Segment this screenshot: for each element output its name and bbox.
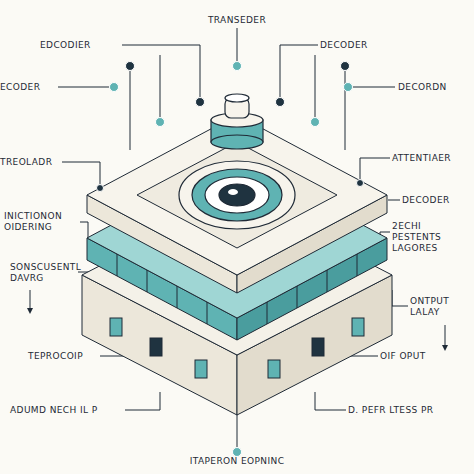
- dot: [341, 62, 350, 71]
- leader-line: [125, 392, 160, 410]
- label-text: ECODER: [0, 82, 60, 93]
- label-text: ATTENTIAER: [392, 153, 472, 164]
- label-text: ADUMD NECH IL P: [10, 405, 125, 416]
- dot: [97, 185, 104, 192]
- module-divider: [147, 270, 148, 292]
- leader-line: [280, 45, 318, 98]
- dot: [196, 98, 205, 107]
- dot: [233, 448, 242, 457]
- dot: [156, 118, 165, 127]
- label-text: DECORDN: [398, 82, 472, 93]
- lens-core: [219, 184, 255, 206]
- label-text: OIF OPUT: [380, 351, 460, 362]
- lens-ring: [192, 169, 282, 221]
- pedestal-base: [211, 135, 263, 149]
- dot: [344, 83, 353, 92]
- leader-line: [130, 70, 131, 150]
- label-text: DECODER: [320, 40, 400, 51]
- leader-line: [80, 222, 88, 238]
- label-text: INICTIONON OIDERING: [4, 211, 80, 233]
- dot: [233, 62, 242, 71]
- leader-line: [392, 290, 408, 306]
- connector-block: [110, 318, 122, 336]
- module-divider: [297, 286, 298, 308]
- leader-line: [388, 200, 400, 201]
- label-text: DECODER: [402, 195, 472, 206]
- label-text: D. PEFR LTESS PR: [348, 405, 468, 416]
- leader-line: [237, 28, 238, 62]
- connector-block: [150, 338, 162, 356]
- leader-lines: [30, 28, 445, 448]
- label-text: EDCODIER: [40, 40, 120, 51]
- leader-line: [237, 415, 238, 448]
- leader-line: [360, 158, 390, 180]
- dot: [110, 83, 119, 92]
- dot: [126, 62, 135, 71]
- label-text: ONTPUT LALAY: [410, 296, 470, 318]
- leader-line: [352, 87, 395, 88]
- leader-line: [62, 162, 100, 185]
- arrow-head: [442, 345, 448, 351]
- leader-line: [315, 55, 316, 118]
- top-pedestal: [211, 94, 263, 149]
- connector-block: [352, 318, 364, 336]
- connector-block: [268, 360, 280, 378]
- leader-line: [58, 87, 110, 88]
- node-dots: [97, 62, 364, 457]
- module-divider: [267, 302, 268, 324]
- lens-ring: [179, 161, 295, 229]
- top-slab: [87, 115, 387, 293]
- pedestal-cap-top: [225, 94, 249, 102]
- leader-line: [345, 70, 346, 150]
- module-divider: [327, 270, 328, 292]
- label-text: SONSCUSENTL DAVRG: [10, 262, 84, 284]
- leader-line: [160, 55, 161, 118]
- leader-line: [122, 45, 200, 98]
- dot: [311, 118, 320, 127]
- leader-line: [30, 290, 31, 308]
- label-text: TEPROCOIP: [28, 351, 100, 362]
- dot: [357, 180, 364, 187]
- raised-platform: [137, 142, 337, 248]
- label-text: TRANSEDER: [187, 15, 287, 26]
- connector-block: [312, 338, 324, 356]
- label-text: 2ECHI PESTENTS LAGORES: [392, 221, 472, 254]
- connector-block: [195, 360, 207, 378]
- leader-line: [445, 325, 446, 345]
- lens-ring: [205, 177, 269, 213]
- slab-top: [87, 115, 387, 275]
- label-text: ITAPERON EOPNINC: [157, 456, 317, 467]
- attention-lens: [179, 161, 295, 229]
- module-divider: [207, 302, 208, 324]
- dot: [276, 98, 285, 107]
- arrow-head: [27, 308, 33, 314]
- module-divider: [117, 254, 118, 276]
- module-divider: [177, 286, 178, 308]
- leader-line: [315, 392, 346, 410]
- lens-glint: [228, 189, 238, 195]
- module-divider: [357, 254, 358, 276]
- label-text: TREOLADR: [0, 157, 66, 168]
